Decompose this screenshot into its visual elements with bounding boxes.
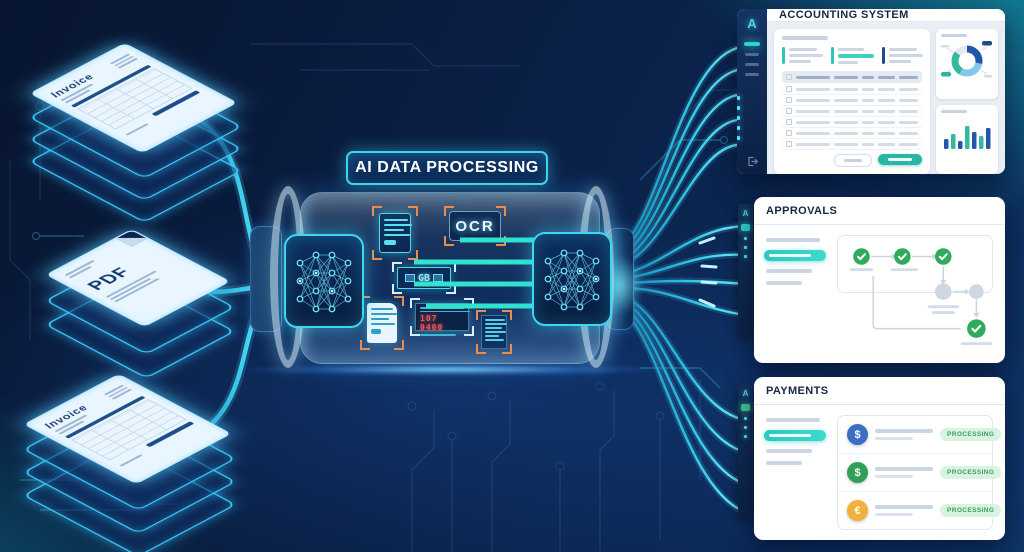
payment-details-placeholder (875, 467, 933, 478)
neural-network-chip-left (284, 234, 364, 328)
page-fold-corner (114, 228, 149, 247)
approval-flowchart-card (837, 235, 993, 346)
invoice-stack-top: Invoice (18, 14, 248, 224)
app-logo: A (742, 209, 749, 218)
payments-sidebar-list (764, 415, 828, 530)
bar-chart-card (936, 104, 998, 174)
light-beam (236, 363, 666, 376)
table-row[interactable] (782, 84, 922, 95)
ocr-frame: OCR (444, 206, 506, 246)
approval-flowchart (849, 248, 992, 346)
list-item[interactable] (766, 461, 802, 465)
payments-panel: PAYMENTS $ PROCESSING $ PROCESSING (754, 377, 1005, 540)
card-title-placeholder (941, 34, 967, 37)
table-row[interactable] (782, 95, 922, 106)
bar-chart (944, 125, 991, 149)
chip-glitch-text: GB (417, 272, 431, 284)
approved-step-icons (853, 248, 952, 265)
extracted-digits: 107 0400 (420, 314, 444, 332)
scanned-document-icon (367, 303, 397, 343)
accounting-table-card (774, 29, 930, 174)
donut-chart-card (936, 29, 998, 99)
neural-network-chip-right (532, 232, 612, 326)
extracted-text-block (481, 315, 507, 349)
table-row[interactable] (782, 128, 922, 139)
payments-list-card: $ PROCESSING $ PROCESSING € PROCESSING (837, 415, 1002, 530)
panel-title: ACCOUNTING SYSTEM (767, 9, 1005, 22)
ai-data-processing-label: AI DATA PROCESSING (346, 151, 548, 185)
list-item[interactable] (766, 449, 812, 453)
logout-icon[interactable] (747, 156, 758, 167)
card-title-placeholder (941, 109, 967, 113)
card-title-placeholder (782, 36, 828, 40)
fiber-connector-dots (737, 96, 740, 140)
pending-step-icons (934, 283, 984, 300)
payment-row[interactable]: $ PROCESSING (838, 454, 1002, 492)
extracted-text-frame (476, 310, 512, 354)
scanned-document-frame-2 (360, 296, 404, 350)
approvals-sidebar-list (764, 235, 828, 293)
records-table (782, 71, 922, 150)
list-item[interactable] (766, 269, 812, 273)
processing-badge: PROCESSING (940, 428, 1002, 441)
list-item[interactable] (766, 281, 802, 285)
payment-details-placeholder (875, 429, 933, 440)
processing-badge: PROCESSING (940, 504, 1002, 517)
table-row[interactable] (782, 139, 922, 150)
ocr-badge: OCR (449, 211, 501, 241)
table-row[interactable] (782, 117, 922, 128)
panel-title: PAYMENTS (754, 377, 1005, 405)
scanned-document-frame (372, 206, 418, 260)
sidebar-item[interactable] (745, 73, 759, 76)
stats-row (782, 47, 923, 64)
approvals-panel: APPROVALS (754, 197, 1005, 363)
app-logo: A (742, 389, 749, 398)
list-item[interactable] (766, 238, 820, 242)
accounting-main: ACCOUNTING SYSTEM (767, 9, 1005, 174)
sidebar-item[interactable] (745, 53, 759, 56)
donut-chart (941, 41, 992, 78)
accounting-sidebar: A (737, 9, 767, 174)
currency-icon-euro: € (847, 500, 868, 521)
secondary-button[interactable] (834, 154, 872, 167)
neural-network-icon (296, 251, 352, 313)
list-item-active[interactable] (764, 430, 826, 441)
stat-item (782, 47, 823, 64)
payment-details-placeholder (875, 505, 933, 516)
table-row[interactable] (782, 106, 922, 117)
accounting-system-panel: A ACCOUNTING SYSTEM (737, 9, 1005, 174)
processing-badge: PROCESSING (940, 466, 1002, 479)
payment-row[interactable]: $ PROCESSING (838, 416, 1002, 454)
list-item-active[interactable] (764, 250, 826, 261)
invoice-stack-bottom: Invoice (10, 346, 245, 552)
payment-row[interactable]: € PROCESSING (838, 492, 1002, 529)
currency-icon-dollar: $ (847, 424, 868, 445)
payments-edge-tab: A (738, 384, 753, 516)
primary-button[interactable] (878, 154, 922, 165)
list-item[interactable] (766, 418, 820, 422)
app-logo: A (747, 16, 757, 31)
final-approved-step-icon (967, 319, 986, 338)
currency-icon-dollar: $ (847, 462, 868, 483)
neural-network-icon (544, 249, 600, 311)
sidebar-item-active[interactable] (744, 42, 760, 46)
connector-chip (741, 224, 750, 231)
scanned-document-icon (379, 213, 412, 253)
panel-title: APPROVALS (754, 197, 1005, 225)
table-header-row (782, 71, 922, 83)
connector-chip (741, 404, 750, 411)
stat-item (831, 47, 874, 64)
stat-item (882, 47, 923, 64)
sidebar-item[interactable] (745, 63, 759, 66)
approvals-edge-tab: A (738, 204, 753, 336)
